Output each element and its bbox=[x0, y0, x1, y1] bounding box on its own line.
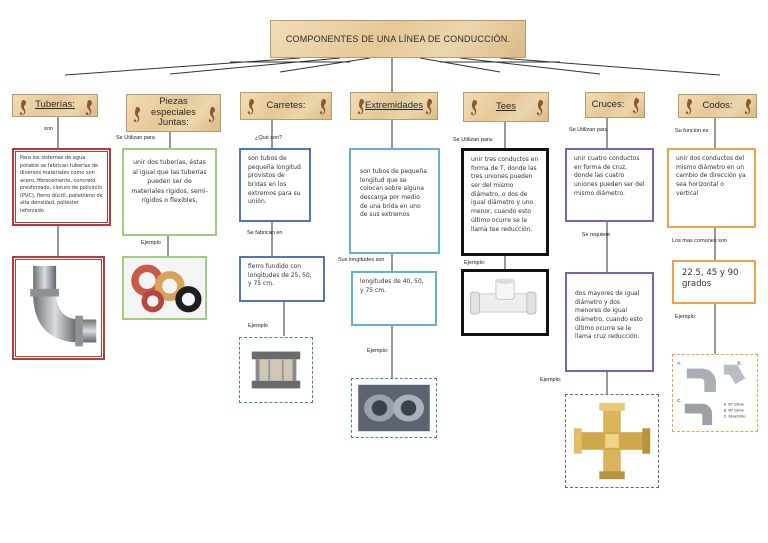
category-codos-label: Codos: bbox=[702, 99, 733, 111]
diagram-title: COMPONENTES DE UNA LÍNEA DE CONDUCCIÓN. bbox=[270, 20, 526, 58]
seahorse-icon bbox=[629, 96, 641, 116]
category-cruces-label: Cruces: bbox=[591, 98, 625, 110]
label-ejemplo-codos: Ejemplo: bbox=[675, 314, 697, 320]
label-sus-longitudes-son: Sus longitudes son bbox=[338, 257, 385, 263]
label-se-utilizan-para-piezas: Se Utilizan para bbox=[116, 135, 155, 141]
tee-image bbox=[461, 269, 549, 336]
desc-carretes-material: fierro fundido con longitudes de 25, 50,… bbox=[239, 256, 325, 302]
seahorse-icon bbox=[205, 105, 217, 125]
desc-extremidades-text: son tubos de pequeña longitud que se col… bbox=[360, 168, 427, 219]
label-que-son: ¿Qué son? bbox=[255, 135, 283, 141]
desc-piezas: unir dos tuberías, éstas al igual que la… bbox=[122, 148, 217, 236]
label-ejemplo-carretes: Ejemplo bbox=[248, 323, 268, 329]
flanged-spool-image bbox=[239, 337, 313, 403]
desc-codos: unir dos conductos del mismo diámetro en… bbox=[667, 148, 756, 228]
label-ejemplo-cruces: Ejemplo: bbox=[540, 377, 562, 383]
desc-carretes-material-text: fierro fundido con longitudes de 25, 50,… bbox=[248, 263, 312, 288]
category-cruces: Cruces: bbox=[585, 92, 645, 118]
category-extremidades: Extremidades bbox=[350, 92, 438, 120]
label-ejemplo-tees: Ejemplo: bbox=[464, 260, 486, 266]
desc-tees-text: unir tres conductos en forma de T, donde… bbox=[471, 156, 539, 233]
label-se-utilizan-para-tees: Se Utilizan para: bbox=[453, 137, 494, 143]
desc-carretes-text: son tubos de pequeña longitud provistos … bbox=[248, 155, 301, 206]
pipe-elbow-image bbox=[12, 256, 105, 360]
elbow-legend-c: C. Street Elbo bbox=[724, 414, 746, 418]
elbow-label-b: B. bbox=[737, 361, 742, 367]
seahorse-icon bbox=[467, 98, 479, 118]
seahorse-icon bbox=[422, 97, 434, 117]
category-codos: Codos: bbox=[678, 94, 757, 118]
desc-extremidades-longitudes: longitudes de 40, 50, y 75 cm. bbox=[351, 271, 437, 326]
desc-carretes: son tubos de pequeña longitud provistos … bbox=[239, 148, 311, 222]
label-ejemplo-extremidades: Ejemplo: bbox=[367, 348, 389, 354]
category-tuberias-label: Tuberías: bbox=[35, 99, 75, 111]
category-tuberias: Tuberías: bbox=[12, 94, 98, 117]
desc-codos-angulos-text: 22.5, 45 y 90 grados bbox=[682, 268, 739, 290]
seahorse-icon bbox=[316, 97, 328, 117]
category-piezas: Piezas especiales Juntas: bbox=[126, 94, 221, 132]
desc-codos-angulos: 22.5, 45 y 90 grados bbox=[672, 260, 756, 304]
category-piezas-label: Piezas especiales Juntas: bbox=[151, 96, 196, 129]
gasket-image bbox=[122, 256, 207, 320]
desc-tuberias-text: Para los sistemas de agua potable se fab… bbox=[20, 155, 103, 214]
seahorse-icon bbox=[533, 98, 545, 118]
desc-codos-text: unir dos conductos del mismo diámetro en… bbox=[676, 155, 746, 197]
category-tees: Tees bbox=[463, 92, 549, 122]
desc-tuberias: Para los sistemas de agua potable se fab… bbox=[12, 148, 111, 226]
category-carretes-label: Carretes: bbox=[266, 99, 306, 111]
elbow-label-a: A. bbox=[677, 361, 682, 367]
category-tees-label: Tees bbox=[495, 100, 517, 112]
label-son: son bbox=[44, 126, 53, 132]
desc-cruces-requiere-text: dos mayores de igual diámetro y dos meno… bbox=[575, 290, 643, 341]
desc-piezas-text: unir dos tuberías, éstas al igual que la… bbox=[131, 159, 208, 205]
seahorse-icon bbox=[82, 98, 94, 118]
desc-cruces: unir cuatro conductos en forma de cruz, … bbox=[565, 148, 654, 222]
seahorse-icon bbox=[130, 105, 142, 125]
desc-extremidades: son tubos de pequeña longitud que se col… bbox=[349, 148, 440, 254]
label-los-mas-comunes-son: Los mas comunes son bbox=[671, 238, 727, 244]
desc-extremidades-longitudes-text: longitudes de 40, 50, y 75 cm. bbox=[360, 278, 424, 294]
elbows-image: A. B. C. A. 90° Elbow B. 45° Elbow C. St… bbox=[672, 354, 758, 432]
elbow-label-c: C. bbox=[677, 398, 682, 404]
label-se-fabrican-en: Se fabrican en bbox=[247, 230, 283, 236]
brass-cross-image bbox=[565, 394, 659, 488]
seahorse-icon bbox=[741, 97, 753, 117]
elbow-legend-a: A. 90° Elbow bbox=[724, 403, 745, 407]
label-se-requiere: Se requiere bbox=[581, 232, 611, 238]
seahorse-icon bbox=[682, 97, 694, 117]
desc-tees: unir tres conductos en forma de T, donde… bbox=[461, 148, 549, 256]
category-carretes: Carretes: bbox=[240, 92, 332, 120]
label-se-utilizan-para-cruces: Se Utilizan para bbox=[569, 127, 608, 133]
category-extremidades-label: Extremidades bbox=[364, 99, 424, 111]
pipe-extremity-image bbox=[351, 378, 437, 438]
label-ejemplo-piezas: Ejemplo bbox=[141, 240, 161, 246]
seahorse-icon bbox=[354, 97, 366, 117]
desc-cruces-requiere: dos mayores de igual diámetro y dos meno… bbox=[565, 272, 654, 372]
label-su-funcion-es: Su funcion es bbox=[675, 128, 709, 134]
desc-cruces-text: unir cuatro conductos en forma de cruz, … bbox=[574, 155, 645, 197]
elbow-legend-b: B. 45° Elbow bbox=[724, 409, 745, 413]
seahorse-icon bbox=[244, 97, 256, 117]
seahorse-icon bbox=[16, 98, 28, 118]
